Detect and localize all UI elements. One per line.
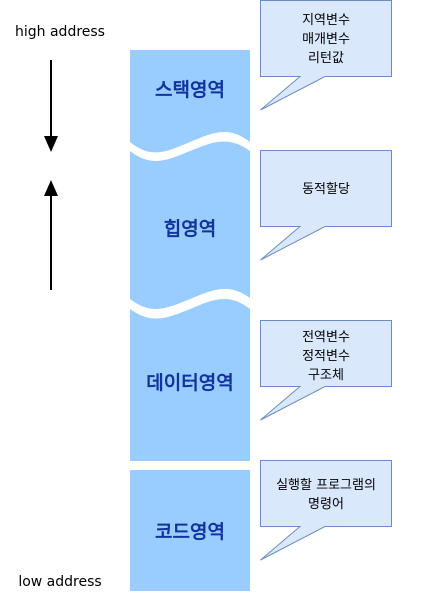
data-segment — [130, 299, 250, 461]
code-segment — [130, 470, 250, 591]
code-segment-label: 코드영역 — [155, 521, 225, 543]
data-callout-line-1: 전역변수 — [302, 330, 350, 345]
stack-callout-line-2: 매개변수 — [302, 32, 350, 47]
code-callout — [260, 460, 392, 561]
heap-segment — [130, 141, 250, 309]
stack-segment-label: 스택영역 — [155, 79, 225, 101]
heap-callout — [260, 150, 392, 261]
low-address-label: low address — [18, 574, 101, 590]
heap-segment-label: 힙영역 — [164, 218, 216, 240]
code-callout-line-1: 실행할 프로그램의 — [276, 477, 376, 493]
code-callout-line-2: 명령어 — [308, 497, 344, 512]
stack-callout-line-1: 지역변수 — [302, 13, 350, 28]
data-callout-line-3: 구조체 — [308, 368, 344, 383]
data-segment-label: 데이터영역 — [146, 372, 233, 394]
stack-callout-line-3: 리턴값 — [308, 51, 344, 66]
heap-callout-line-1: 동적할당 — [302, 182, 350, 197]
stack-segment — [130, 50, 250, 153]
stack-callout — [260, 0, 392, 111]
data-callout-line-2: 정적변수 — [302, 349, 350, 364]
up-arrow-icon — [44, 180, 58, 290]
down-arrow-icon — [44, 60, 58, 152]
high-address-label: high address — [15, 24, 105, 40]
data-callout — [260, 320, 392, 421]
